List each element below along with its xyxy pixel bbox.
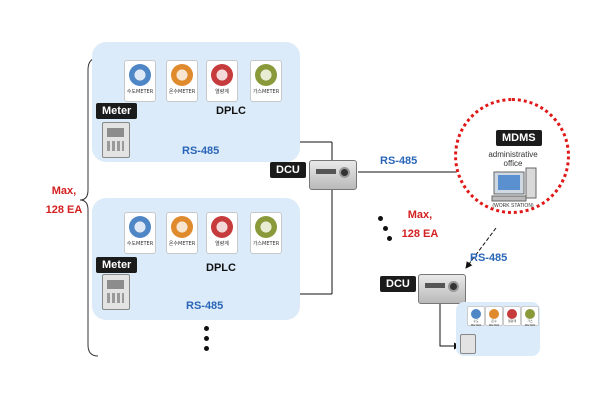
continuation-dot [383,226,388,231]
dplc-label: DPLC [206,262,236,274]
gas-meter-icon [255,64,277,86]
hot-water-meter-icon [171,216,193,238]
meter-card: 가스METER [250,212,282,254]
meter-card: 온수METER [166,212,198,254]
meter-card: 열량계 [206,60,238,102]
max-count-label: Max, 128 EA [45,185,83,216]
meter-card: 수도METER [124,212,156,254]
group-bracket [79,57,99,357]
dcu2-panel-link [436,292,461,350]
meter-card: 가스METER [521,306,539,327]
meter-hub-device [460,334,476,354]
hot-water-meter-icon [171,64,193,86]
gas-meter-icon [525,309,535,319]
rs485-label: RS-485 [470,252,508,264]
meter-hub-device [102,274,130,310]
dcu-device [418,274,466,304]
mdms-label: MDMS [496,130,542,146]
dcu-label: DCU [270,162,306,178]
continuation-dot [204,326,209,331]
rs485-label: RS-485 [186,300,224,312]
mdms-workstation-ring [454,98,570,214]
meter-card: 수도METER [124,60,156,102]
dcu-device [309,160,357,190]
rs485-label: RS-485 [380,155,418,167]
rs485-link-dcu2 [465,227,497,269]
meter-card: 온수METER [166,60,198,102]
hot-water-meter-icon [489,309,499,319]
dplc-label: DPLC [216,105,246,117]
gas-meter-icon [255,216,277,238]
admin-office-label: administrative office [488,150,538,168]
meter-card: 온수METER [485,306,503,327]
max-count-label: Max, 128 EA [401,209,439,240]
continuation-dot [204,336,209,341]
water-meter-icon [471,309,481,319]
meter-card: 열량계 [503,306,521,326]
continuation-dot [387,236,392,241]
meter-label: Meter [96,257,138,273]
meter-card: 열량계 [206,212,238,254]
dcu-label: DCU [380,276,416,292]
water-meter-icon [129,64,151,86]
meter-hub-device [102,122,130,158]
workstation-label: (WORK STATION) [492,203,534,209]
continuation-dot [378,216,383,221]
meter-card: 수도METER [467,306,485,327]
meter-card: 가스METER [250,60,282,102]
heat-meter-icon [211,216,233,238]
meter-label: Meter [96,103,138,119]
rs485-label: RS-485 [182,145,220,157]
heat-meter-icon [211,64,233,86]
continuation-dot [204,346,209,351]
water-meter-icon [129,216,151,238]
heat-meter-icon [507,309,517,319]
